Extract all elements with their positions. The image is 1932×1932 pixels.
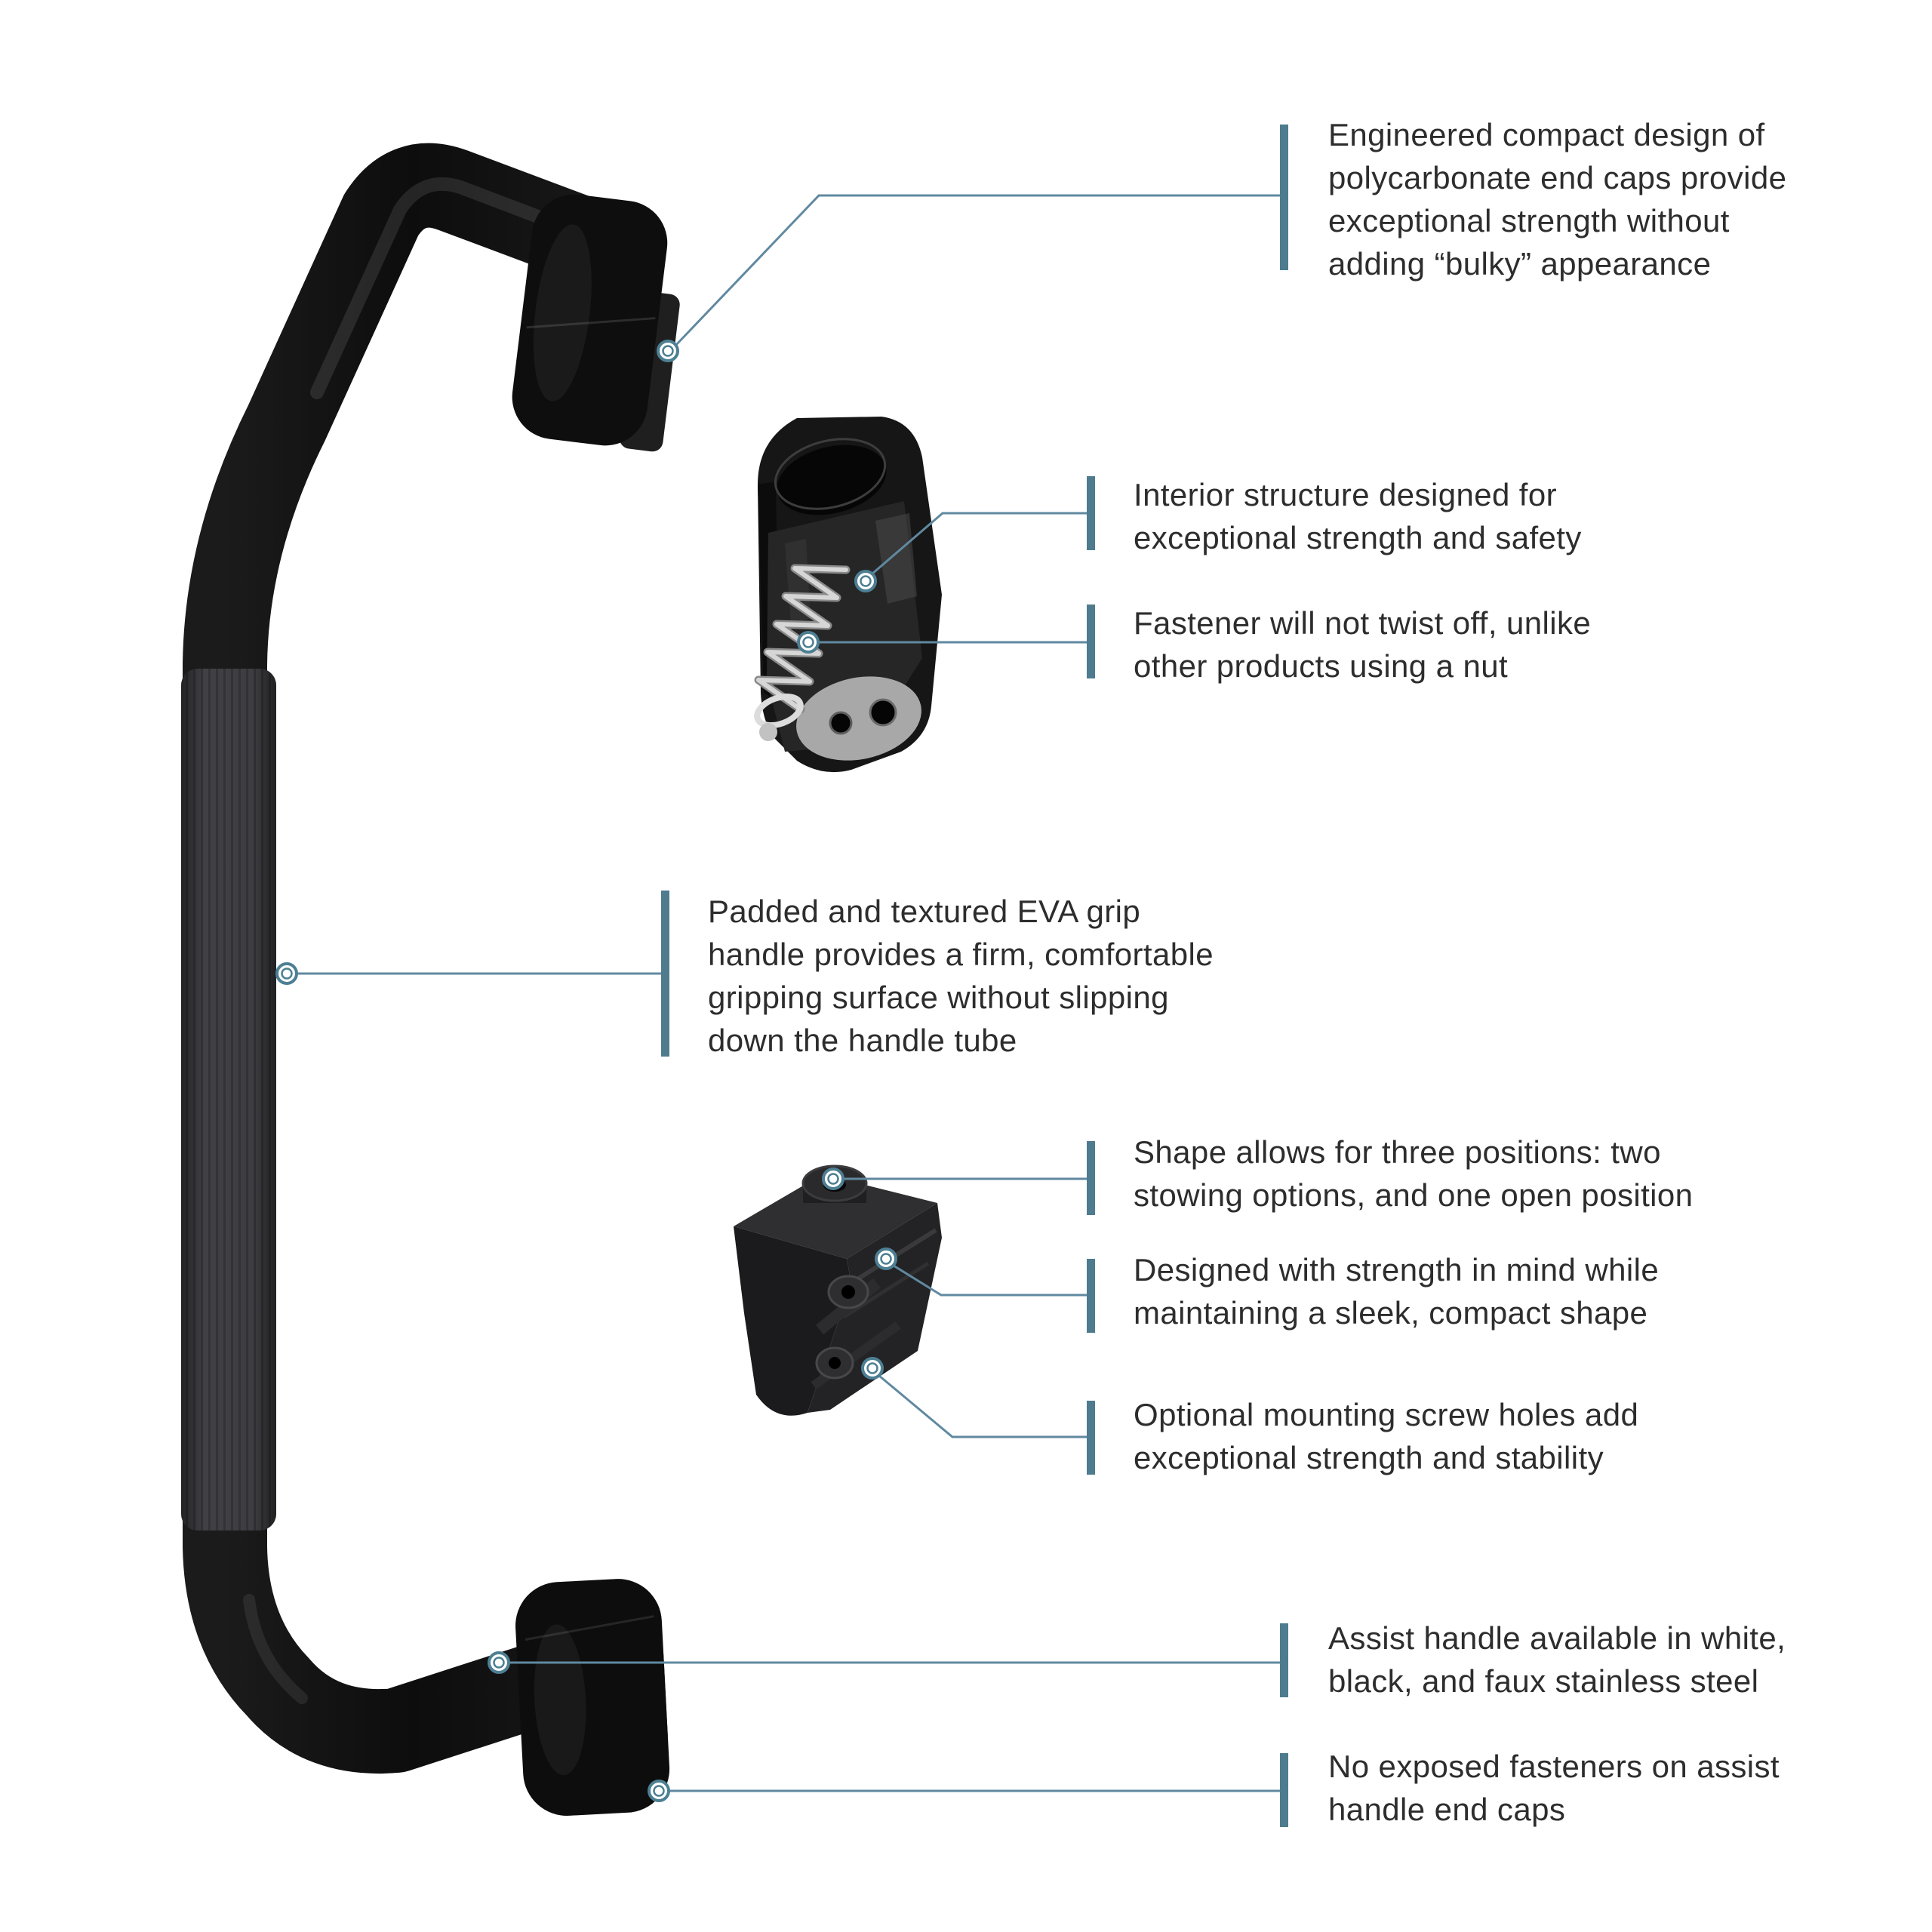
callout-target-icon xyxy=(854,570,877,592)
leader-line-strength-shape xyxy=(893,1264,1087,1297)
callout-bar-strength-shape xyxy=(1087,1259,1095,1333)
callout-text-fastener: Fastener will not twist off, unlike othe… xyxy=(1134,605,1592,684)
assist-handle xyxy=(181,143,680,1816)
callout-bar-interior-structure xyxy=(1087,476,1095,550)
callout-lines xyxy=(297,194,1280,1792)
callout-target-icon xyxy=(875,1247,897,1270)
callout-bar-eva-grip xyxy=(661,891,669,1057)
bottom-end-cap xyxy=(515,1579,670,1816)
callout-bar-no-exposed-fasteners xyxy=(1280,1753,1288,1827)
handle-tube-highlight-lower xyxy=(243,1594,308,1704)
bracket-boss-hole-icon xyxy=(829,1357,841,1369)
callout-target-icon xyxy=(488,1651,510,1674)
callout-text-handle-colors: Assist handle available in white, black,… xyxy=(1328,1620,1786,1699)
callout-bar-end-cap-design xyxy=(1280,125,1288,270)
top-end-cap xyxy=(512,194,680,452)
leader-line-mounting-screw-holes xyxy=(878,1374,1087,1438)
callout-target-icon xyxy=(657,340,679,362)
callout-bar-fastener xyxy=(1087,605,1095,678)
callout-text-mounting-screw-holes: Optional mounting screw holes add except… xyxy=(1134,1397,1639,1475)
handle-tube-highlight xyxy=(310,177,580,399)
callout-text-eva-grip: Padded and textured EVA grip handle prov… xyxy=(708,894,1214,1058)
callout-target-icon xyxy=(822,1168,844,1190)
callout-text-three-positions: Shape allows for three positions: two st… xyxy=(1134,1134,1694,1213)
leader-line-end-cap-design xyxy=(673,194,1280,348)
callout-bar-handle-colors xyxy=(1280,1623,1288,1697)
screw-hole-icon xyxy=(829,711,853,735)
callout-text-strength-shape: Designed with strength in mind while mai… xyxy=(1134,1252,1660,1331)
callout-target-icon xyxy=(797,631,820,654)
callout-text-interior-structure: Interior structure designed for exceptio… xyxy=(1134,477,1582,555)
callout-text-end-cap-design: Engineered compact design of polycarbona… xyxy=(1328,117,1787,281)
callout-target-icon xyxy=(861,1357,884,1380)
callout-target-icon xyxy=(648,1780,670,1802)
end-cap-interior-detail xyxy=(754,417,942,773)
mounting-bracket-detail xyxy=(734,1164,942,1416)
handle-tube xyxy=(183,143,642,1774)
screw-hole-icon xyxy=(869,698,897,727)
bracket-boss-hole-icon xyxy=(841,1285,855,1299)
leader-line-interior-structure xyxy=(872,512,1087,575)
spring-fastener xyxy=(754,564,851,741)
callout-bar-mounting-screw-holes xyxy=(1087,1401,1095,1475)
callout-bar-three-positions xyxy=(1087,1141,1095,1215)
callout-markers xyxy=(275,340,897,1802)
eva-grip xyxy=(181,669,276,1531)
callout-text-no-exposed-fasteners: No exposed fasteners on assist handle en… xyxy=(1328,1749,1780,1827)
callout-target-icon xyxy=(275,962,298,985)
